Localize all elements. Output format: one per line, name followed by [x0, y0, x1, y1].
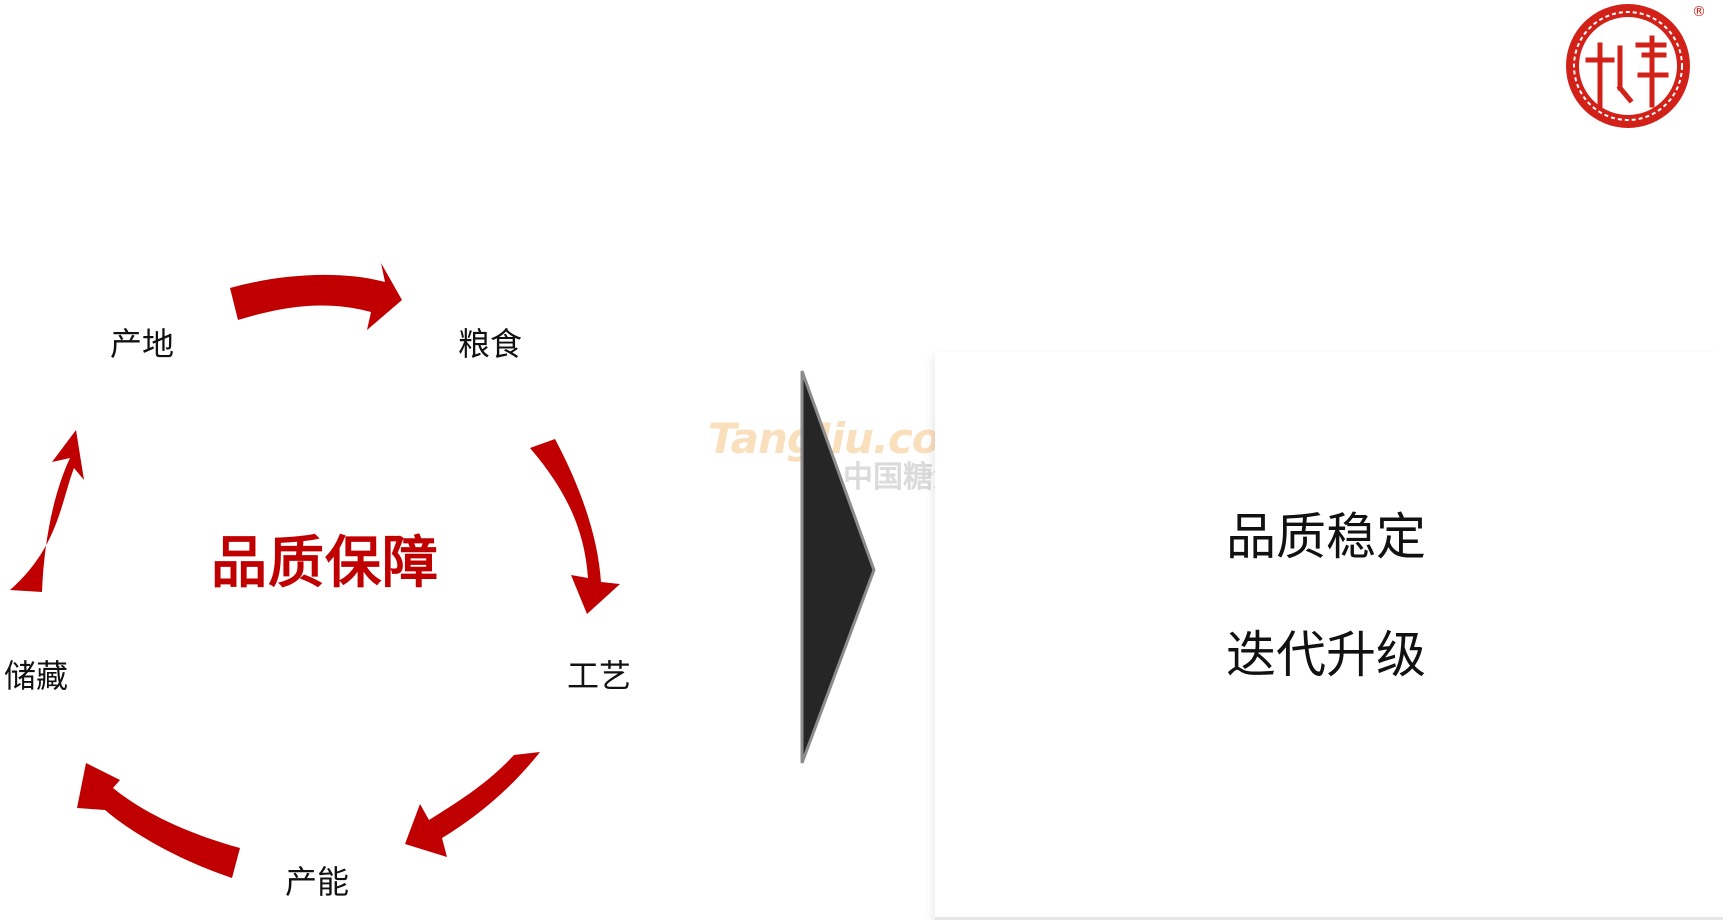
dukang-logo: ® [1566, 4, 1706, 128]
arrow-capacity-to-storage [77, 763, 240, 878]
node-craft: 工艺 [567, 657, 632, 695]
node-storage: 储藏 [4, 657, 69, 695]
arrow-grain-to-craft [530, 439, 620, 614]
arrow-craft-to-capacity [405, 752, 540, 857]
node-origin: 产地 [110, 325, 175, 363]
node-capacity: 产能 [285, 863, 350, 901]
result-line-1: 品质稳定 [1226, 508, 1426, 566]
result-line-2: 迭代升级 [1226, 626, 1426, 684]
cycle-arrows [10, 263, 620, 878]
watermark-brand-part1: Tang [708, 414, 817, 463]
arrow-origin-to-grain [230, 263, 402, 330]
node-grain: 粮食 [458, 325, 523, 363]
arrow-storage-to-origin [10, 430, 84, 592]
result-panel [935, 352, 1723, 920]
chevron-arrow-icon [800, 370, 876, 764]
center-title: 品质保障 [211, 530, 439, 596]
logo-registered: ® [1692, 4, 1706, 20]
